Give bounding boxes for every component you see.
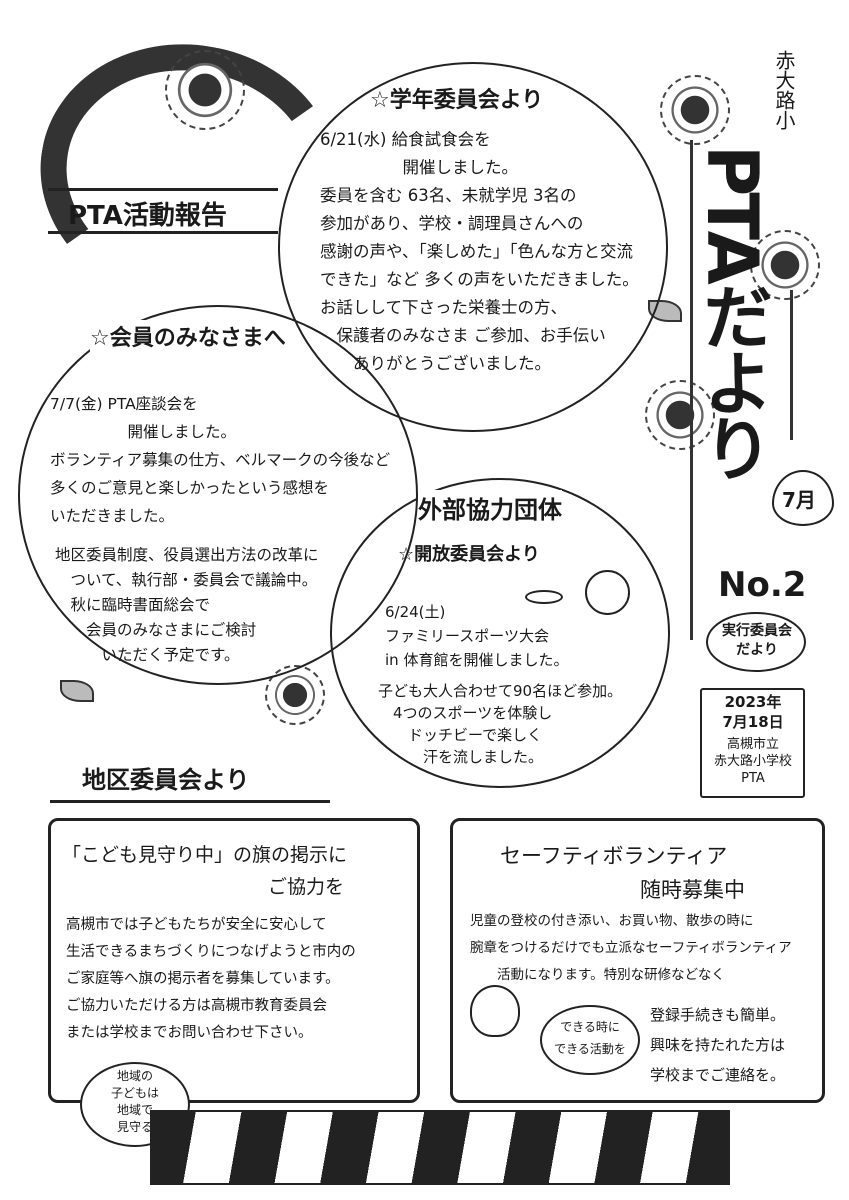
school-name: 赤大路小 [772,50,796,130]
committee-badge [706,612,806,672]
watch-bubble [80,1062,190,1147]
leaf-icon [60,680,94,702]
external-heading: 外部協力団体 [418,490,562,525]
district-heading-underline [50,800,330,803]
sunflower-icon [750,230,820,300]
safety-body-2: 登録手続きも簡単。 興味を持たれた方は 学校までご連絡を。 [650,1006,786,1084]
safety-body: 児童の登校の付き添い、お買い物、散歩の時に 腕章をつけるだけでも立派なセーフティ… [470,913,792,983]
safety-title-2: 随時募集中 [640,878,745,902]
date-box [700,688,805,798]
report-title: PTA活動報告 [68,201,227,231]
sunflower-icon [165,50,245,130]
volunteer-illustration [470,985,520,1037]
month-heart [772,470,834,526]
crosswalk-illustration [150,1110,730,1185]
external-circle [330,478,670,788]
safety-bubble-text: できる時に できる活動を [554,1020,626,1056]
committee-badge-text: 実行委員会だより [722,623,792,658]
district-heading: 地区委員会より [82,766,250,794]
watch-bubble-text: 地域の 子どもは 地域で 見守る [110,1069,159,1134]
safety-box [450,818,825,1103]
issue-number: No.2 [718,565,807,605]
grade-committee-circle [278,62,668,432]
grade-committee-body: 6/21(水) 給食試食会を 開催しました。 委員を含む 63名、未就学児 3名… [320,130,639,373]
flag-box-title: 「こども見守り中」の旗の掲示に [62,844,348,866]
members-body: 7/7(金) PTA座談会を 開催しました。 ボランティア募集の仕方、ベルマーク… [50,395,391,525]
safety-bubble [540,1005,640,1075]
flag-box-title-2: ご協力を [268,876,345,898]
members-circle [18,305,418,685]
external-body: 6/24(土) ファミリースポーツ大会 in 体育館を開催しました。 [385,603,569,669]
issue-date: 2023年 7月18日 [722,693,784,731]
child-illustration [585,570,630,615]
members-heading: ☆会員のみなさまへ [90,320,286,352]
publisher: 高槻市立 赤大路小学校 PTA [713,737,792,786]
newsletter-title: PTAだより [691,145,773,479]
flag-box-body: 高槻市では子どもたちが安全に安心して 生活できるまちづくりにつなげようと市内の … [66,917,356,1041]
external-body-2: 子ども大人合わせて90名ほど参加。 4つのスポーツを体験し ドッチビーで楽しく … [378,682,623,766]
members-body-2: 地区委員制度、役員選出方法の改革に ついて、執行部・委員会で議論中。 秋に臨時書… [55,546,319,664]
stem [790,290,793,440]
frisbee-icon [525,590,563,604]
sunflower-icon [645,380,715,450]
safety-title: セーフティボランティア [500,844,728,868]
flag-box [48,818,420,1103]
month-label: 7月 [782,488,816,512]
sunflower-icon [660,75,730,145]
external-subheading: ☆開放委員会より [398,544,540,565]
stem [690,140,693,640]
grade-committee-heading: ☆学年委員会より [370,88,544,113]
report-title-banner [48,188,278,234]
